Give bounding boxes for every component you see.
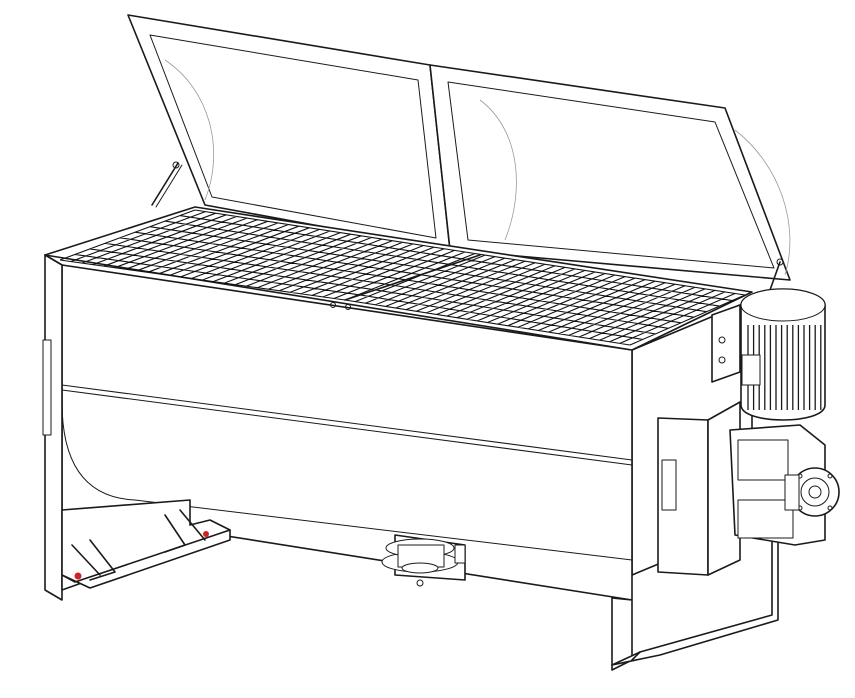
safety-grid [59, 209, 746, 346]
grid-divider [344, 254, 481, 301]
right-lid [429, 64, 791, 281]
left-leg-frame [61, 499, 231, 591]
right-gas-strut [769, 258, 784, 291]
left-gas-strut [151, 161, 183, 208]
discharge-valve [381, 534, 466, 587]
gearbox [729, 424, 840, 546]
drive-mount-plate [657, 401, 741, 576]
electric-motor [740, 288, 826, 421]
motor-bracket [711, 304, 741, 383]
anchor-hole-marker [203, 531, 209, 537]
anchor-hole-marker [74, 572, 82, 580]
